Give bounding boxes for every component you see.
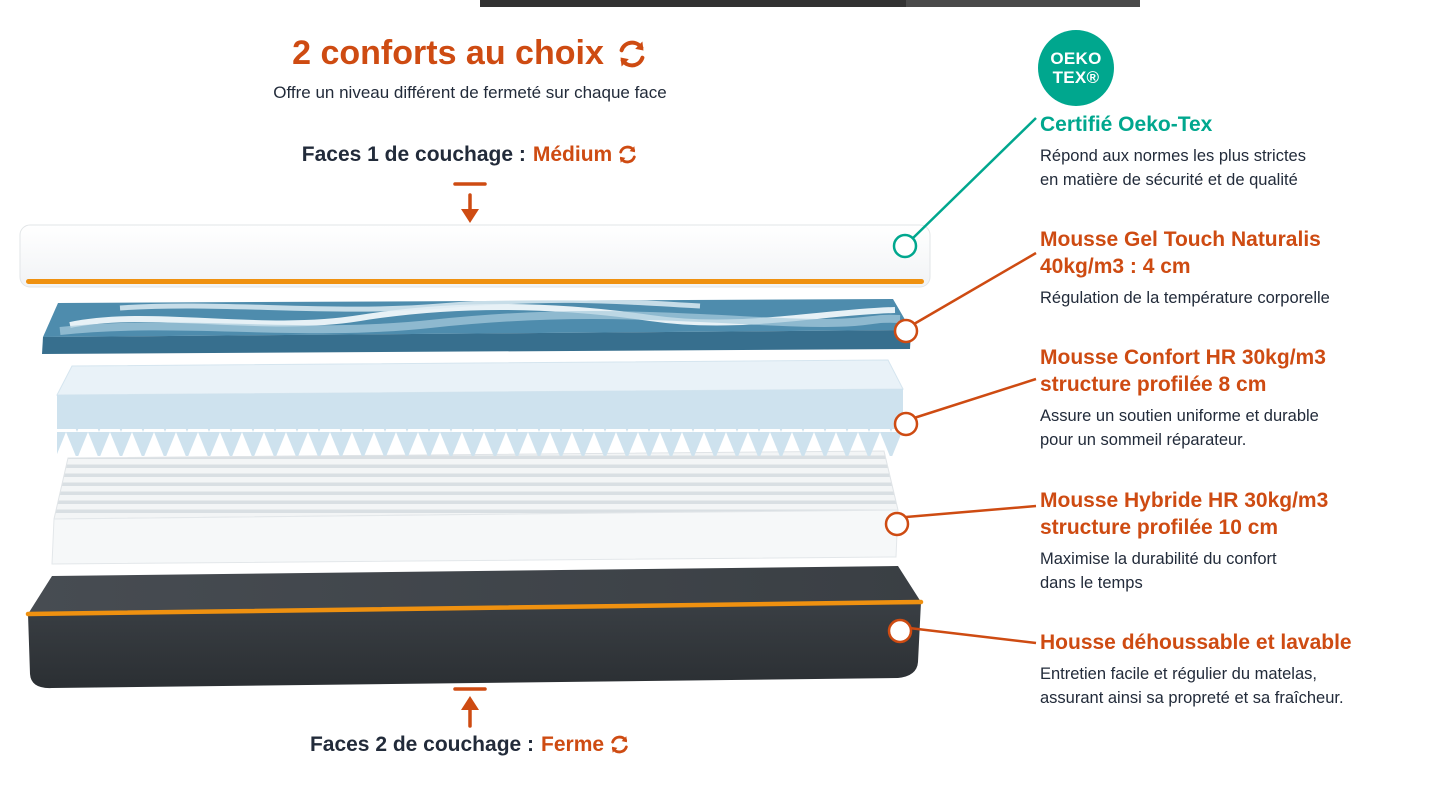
annotation-hybride: Mousse Hybride HR 30kg/m3 structure prof… [1040, 487, 1328, 595]
cover-orange-piping [26, 279, 924, 284]
gel-swirls [59, 299, 901, 335]
foam-teeth [57, 428, 903, 456]
annotation-housse-heading: Housse déhoussable et lavable [1040, 631, 1352, 654]
annotation-hybride-body: Maximise la durabilité du confort dans l… [1040, 550, 1277, 592]
callout-lines [905, 117, 1037, 645]
face2-value: Ferme [541, 733, 605, 756]
annotation-oeko-tex: Certifié Oeko-Tex Répond aux normes les … [1040, 111, 1306, 192]
oeko-tex-badge-line2: TEX® [1052, 68, 1100, 87]
annotation-confort-heading: Mousse Confort HR 30kg/m3 structure prof… [1040, 346, 1326, 396]
annotation-oeko-heading: Certifié Oeko-Tex [1040, 113, 1213, 136]
marker-gel [893, 318, 919, 344]
marker-housse [887, 618, 913, 644]
face1-label: Faces 1 de couchage : [301, 143, 526, 166]
face1-row: Faces 1 de couchage : Médium [0, 143, 940, 167]
face1-value: Médium [532, 143, 613, 166]
cropped-top-banner-right [906, 0, 1140, 7]
page-title-text: 2 conforts au choix [292, 34, 604, 72]
face2-swap-icon[interactable] [609, 734, 630, 755]
face2-row: Faces 2 de couchage : Ferme [0, 733, 940, 757]
annotation-hybride-heading: Mousse Hybride HR 30kg/m3 structure prof… [1040, 489, 1329, 539]
callout-line-gel [913, 251, 1037, 326]
oeko-tex-badge-line1: OEKO [1050, 49, 1102, 68]
annotation-confort: Mousse Confort HR 30kg/m3 structure prof… [1040, 344, 1326, 452]
annotation-housse-body: Entretien facile et régulier du matelas,… [1040, 665, 1344, 707]
swap-comfort-icon [619, 40, 645, 67]
face2-label: Faces 2 de couchage : [309, 733, 535, 756]
annotation-housse: Housse déhoussable et lavable Entretien … [1040, 629, 1352, 710]
marker-hybride [884, 511, 910, 537]
callout-markers [884, 233, 919, 644]
base-orange-piping [25, 599, 924, 617]
page-title: 2 conforts au choix [292, 34, 648, 73]
face1-swap-icon[interactable] [617, 144, 638, 165]
callout-line-hybride [905, 504, 1037, 519]
annotation-gel: Mousse Gel Touch Naturalis 40kg/m3 : 4 c… [1040, 226, 1330, 310]
face2-arrow-up-icon [453, 687, 487, 728]
face1-arrow-down-icon [453, 182, 487, 223]
callout-line-housse [908, 626, 1037, 645]
layer-base-cover [25, 566, 924, 689]
callout-line-oeko [911, 117, 1037, 240]
annotation-confort-body: Assure un soutien uniforme et durable po… [1040, 407, 1319, 449]
cropped-top-banner [480, 0, 906, 7]
annotation-oeko-body: Répond aux normes les plus strictes en m… [1040, 147, 1306, 189]
callout-line-confort [913, 377, 1037, 420]
layer-confort-foam [56, 359, 904, 456]
annotation-gel-body: Régulation de la température corporelle [1040, 289, 1330, 307]
oeko-tex-badge: OEKO TEX® [1038, 30, 1114, 106]
layer-cover-top [19, 224, 931, 288]
marker-oeko [892, 233, 918, 259]
layer-hybride-foam [51, 450, 899, 565]
layer-gel [42, 299, 911, 354]
header: 2 conforts au choix Offre un niveau diff… [0, 34, 940, 103]
annotation-gel-heading: Mousse Gel Touch Naturalis 40kg/m3 : 4 c… [1040, 228, 1321, 278]
page-subtitle: Offre un niveau différent de fermeté sur… [273, 83, 667, 102]
marker-confort [893, 411, 919, 437]
